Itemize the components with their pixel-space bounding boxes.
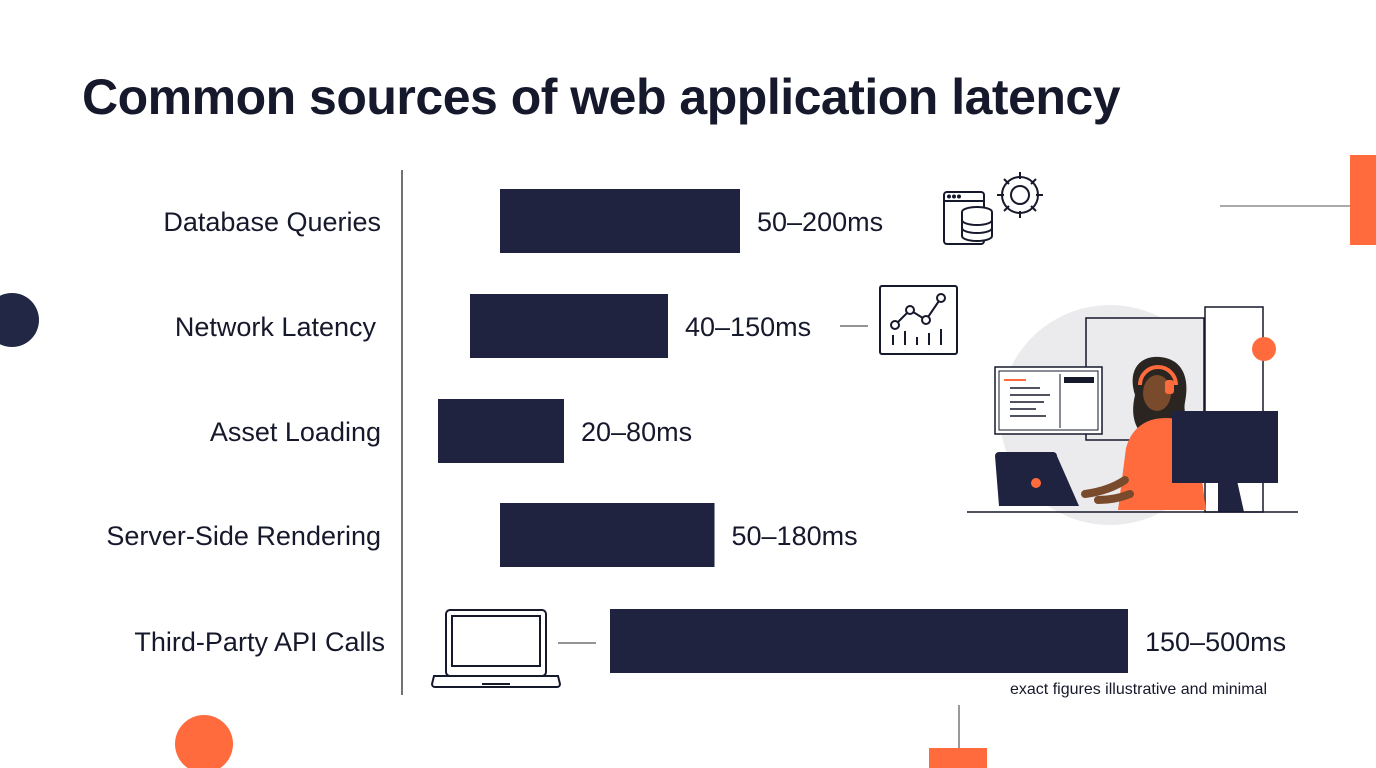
value-label: 40–150ms	[685, 312, 811, 342]
category-label: Asset Loading	[210, 417, 381, 447]
bar-server-side-rendering	[500, 503, 715, 567]
value-label: 150–500ms	[1145, 627, 1286, 657]
footnote: exact figures illustrative and minimal	[1010, 681, 1267, 698]
category-label: Network Latency	[175, 312, 377, 342]
value-label: 50–180ms	[732, 521, 858, 551]
category-label: Database Queries	[163, 207, 381, 237]
value-label: 20–80ms	[581, 417, 692, 447]
line-chart-icon	[879, 285, 958, 355]
decorative-block-orange-bottom	[929, 748, 987, 768]
bar-network-latency	[470, 294, 668, 358]
category-label: Server-Side Rendering	[106, 521, 381, 551]
decorative-bar-orange-right	[1350, 155, 1376, 245]
laptop-icon	[430, 609, 562, 688]
page-title: Common sources of web application latenc…	[82, 69, 1121, 125]
decorative-circle-navy	[0, 293, 39, 347]
category-label: Third-Party API Calls	[134, 627, 385, 657]
database-settings-icon	[943, 172, 1043, 245]
value-label: 50–200ms	[757, 207, 883, 237]
bar-asset-loading	[438, 399, 564, 463]
person-at-computer-illustration	[967, 305, 1298, 525]
bar-third-party-api-calls	[610, 609, 1128, 673]
bar-database-queries	[500, 189, 740, 253]
decorative-circle-orange	[175, 715, 233, 768]
